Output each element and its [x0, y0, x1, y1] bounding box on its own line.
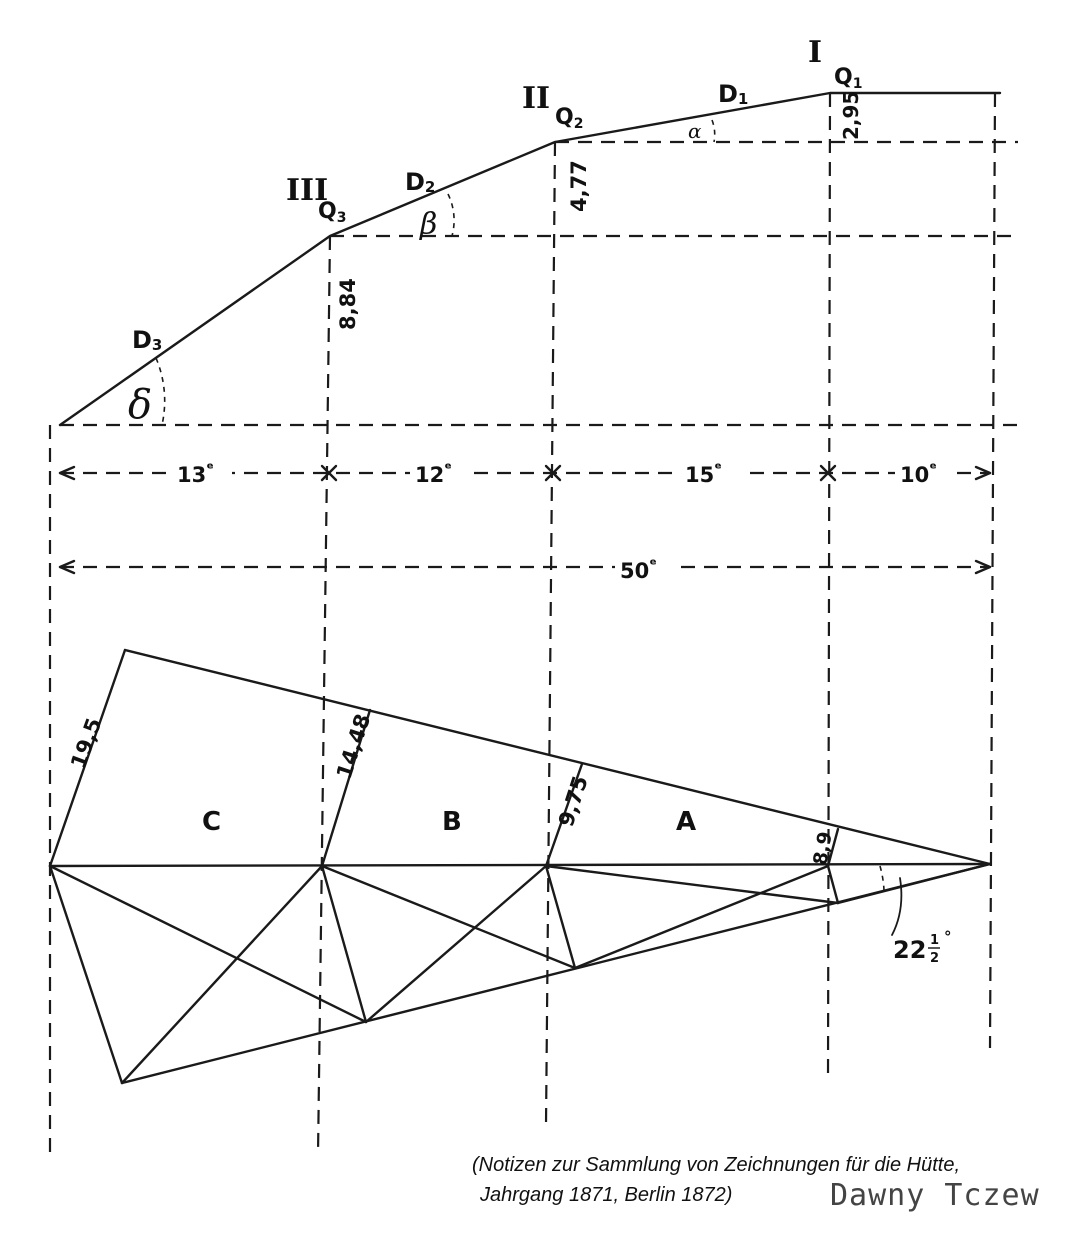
segment-label-12: 12ᵉ: [415, 459, 452, 487]
arrow-right: [974, 559, 992, 575]
tip-line: [836, 862, 992, 905]
vertical-line-q1: [826, 92, 832, 1081]
height-labels: 2,95 4,77 8,84: [336, 91, 863, 330]
total-dimension-line: 50ᵉ: [58, 553, 992, 583]
vertical-a-left-line: [544, 864, 577, 970]
cross-b-line: [364, 864, 548, 1024]
tick-mark-1: [320, 464, 338, 482]
tip-angle-arc: [879, 865, 885, 891]
vertical-line-right: [988, 92, 997, 1049]
area-label-a: A: [676, 807, 696, 837]
side-14-48-line: [320, 708, 372, 868]
roman-label-ii: II: [522, 81, 550, 116]
chord-a-line: [544, 864, 840, 905]
area-labels: C B A: [202, 807, 696, 837]
angle-label-22-5: 22 1 2 °: [893, 928, 952, 966]
d3-label: D3: [132, 326, 162, 354]
total-label-50: 50ᵉ: [620, 555, 657, 583]
side-label-19-5: 19,5: [66, 715, 106, 772]
caption-line-1: (Notizen zur Sammlung von Zeichnungen fü…: [472, 1154, 961, 1176]
chord-c-line: [48, 864, 368, 1024]
label-bg-50: [615, 553, 681, 581]
tip-angle-leader: [891, 877, 903, 936]
lower-left-line: [48, 864, 124, 1085]
delta-symbol: δ: [128, 382, 152, 428]
label-bg-15: [680, 460, 742, 488]
segment-label-13: 13ᵉ: [177, 459, 214, 487]
height-label-q3: 8,84: [336, 278, 360, 330]
beta-symbol: β: [419, 207, 437, 242]
side-label-14-48: 14,48: [332, 711, 375, 782]
caption: (Notizen zur Sammlung von Zeichnungen fü…: [472, 1150, 960, 1210]
angle-unit: °: [944, 928, 952, 946]
watermark: Dawny Tczew: [830, 1178, 1040, 1213]
arrow-right: [974, 465, 992, 481]
area-label-b: B: [442, 807, 462, 837]
diagonal-labels: D1 D2 D3: [132, 80, 748, 354]
label-bg-12: [410, 460, 472, 488]
label-bg-10: [895, 460, 957, 488]
segment-dimension-line: 13ᵉ 12ᵉ 15ᵉ 10ᵉ: [58, 459, 992, 488]
q3-label: Q3: [318, 199, 346, 226]
vertical-d-line: [826, 864, 840, 905]
cross-a-line: [573, 864, 830, 970]
upper-edge-line: [123, 648, 992, 866]
horizontal-base-line: [48, 862, 992, 868]
chord-b-line: [320, 864, 577, 970]
area-label-c: C: [202, 807, 221, 837]
side-8-9-line: [826, 827, 840, 868]
angle-symbols: α β δ: [128, 119, 702, 428]
roman-label-i: I: [808, 35, 822, 70]
height-label-q1: 2,95: [839, 91, 863, 140]
cross-c-line: [120, 864, 324, 1085]
side-label-8-9: 8,9: [809, 830, 837, 867]
arrow-left: [58, 559, 76, 575]
roman-label-iii: III: [286, 173, 328, 208]
d1-label: D1: [718, 80, 748, 108]
side-9-75-line: [544, 762, 584, 868]
segment-label-10: 10ᵉ: [900, 459, 937, 487]
angle-numerator: 1: [930, 933, 939, 948]
alpha-arc: [711, 119, 716, 143]
caption-line-2: Jahrgang 1871, Berlin 1872): [480, 1184, 733, 1206]
alpha-symbol: α: [688, 119, 702, 143]
angle-denominator: 2: [930, 951, 939, 966]
side-length-labels: 19,5 14,48 9,75 8,9: [66, 711, 837, 867]
label-bg-13: [170, 460, 232, 488]
vertical-line-q3: [316, 235, 332, 1156]
tick-mark-2: [544, 464, 562, 482]
vertical-b-left-line: [320, 864, 368, 1024]
side-19-5-line: [48, 648, 127, 868]
force-polygon: [48, 648, 992, 1085]
side-label-9-75: 9,75: [554, 773, 593, 830]
q1-label: Q1: [834, 65, 862, 92]
vertical-reference-lines: [48, 92, 997, 1156]
horizontal-reference-lines: [60, 140, 1018, 427]
angle-arcs: [155, 119, 716, 426]
arrow-left: [58, 465, 76, 481]
segment-label-15: 15ᵉ: [685, 459, 722, 487]
beta-arc: [447, 193, 455, 237]
q2-label: Q2: [555, 105, 583, 132]
tick-mark-3: [819, 464, 837, 482]
node-labels: I Q1 II Q2 III Q3: [286, 35, 862, 226]
angle-whole: 22: [893, 936, 926, 964]
d2-label: D2: [405, 168, 435, 196]
delta-arc: [155, 357, 166, 426]
height-label-q2: 4,77: [567, 160, 591, 212]
vertical-line-q2: [544, 141, 557, 1126]
